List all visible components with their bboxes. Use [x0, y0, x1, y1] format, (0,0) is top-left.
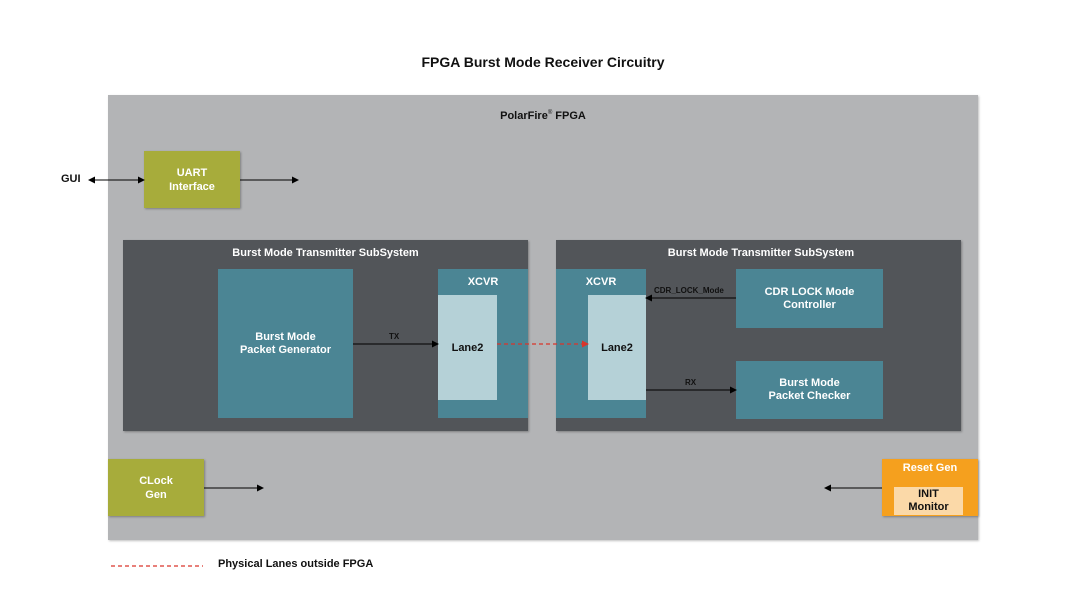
- cdr-line2: Controller: [783, 298, 836, 311]
- init-line1: INIT: [918, 488, 939, 500]
- cdr-line1: CDR LOCK Mode: [764, 285, 855, 298]
- fpga-suffix: FPGA: [552, 110, 586, 122]
- checker-line2: Packet Checker: [768, 390, 851, 402]
- rx-lane2-label: Lane2: [601, 341, 633, 354]
- fpga-name: PolarFire: [500, 110, 548, 122]
- rx-xcvr-label: XCVR: [585, 276, 617, 288]
- init-line2: Monitor: [908, 501, 949, 513]
- tx-xcvr-label: XCVR: [467, 276, 499, 288]
- registered-mark: ®: [547, 110, 553, 116]
- tx-lane2-label: Lane2: [451, 341, 484, 354]
- tx-lane2-block: Lane2: [438, 295, 497, 400]
- reset-gen-label: Reset Gen: [902, 462, 958, 474]
- generator-line2: Packet Generator: [239, 343, 332, 356]
- packet-generator-block: Burst Mode Packet Generator: [218, 269, 353, 418]
- tx-signal-label: TX: [389, 332, 400, 341]
- packet-checker-block: Burst Mode Packet Checker: [736, 361, 883, 419]
- uart-line2: Interface: [169, 180, 215, 193]
- cdr-lock-mode-signal-label: CDR_LOCK_Mode: [654, 286, 724, 295]
- rx-signal-label: RX: [685, 378, 697, 387]
- uart-interface-block: UART Interface: [144, 151, 240, 208]
- generator-line1: Burst Mode: [255, 330, 316, 343]
- checker-line1: Burst Mode: [779, 377, 840, 389]
- clock-gen-block: CLock Gen: [108, 459, 204, 516]
- rx-subsystem-title: Burst Mode Transmitter SubSystem: [667, 247, 855, 259]
- gui-label: GUI: [61, 173, 81, 185]
- rx-lane2-block: Lane2: [588, 295, 646, 400]
- cdr-lock-controller-block: CDR LOCK Mode Controller: [736, 269, 883, 328]
- legend-label: Physical Lanes outside FPGA: [218, 558, 374, 570]
- fpga-label: PolarFire® FPGA: [108, 110, 978, 122]
- clock-line2: Gen: [145, 488, 167, 501]
- tx-subsystem-title: Burst Mode Transmitter SubSystem: [232, 247, 419, 259]
- clock-line1: CLock: [139, 474, 173, 487]
- uart-line1: UART: [176, 166, 208, 179]
- diagram-title: FPGA Burst Mode Receiver Circuitry: [421, 54, 665, 70]
- init-monitor-block: INIT Monitor: [894, 487, 963, 515]
